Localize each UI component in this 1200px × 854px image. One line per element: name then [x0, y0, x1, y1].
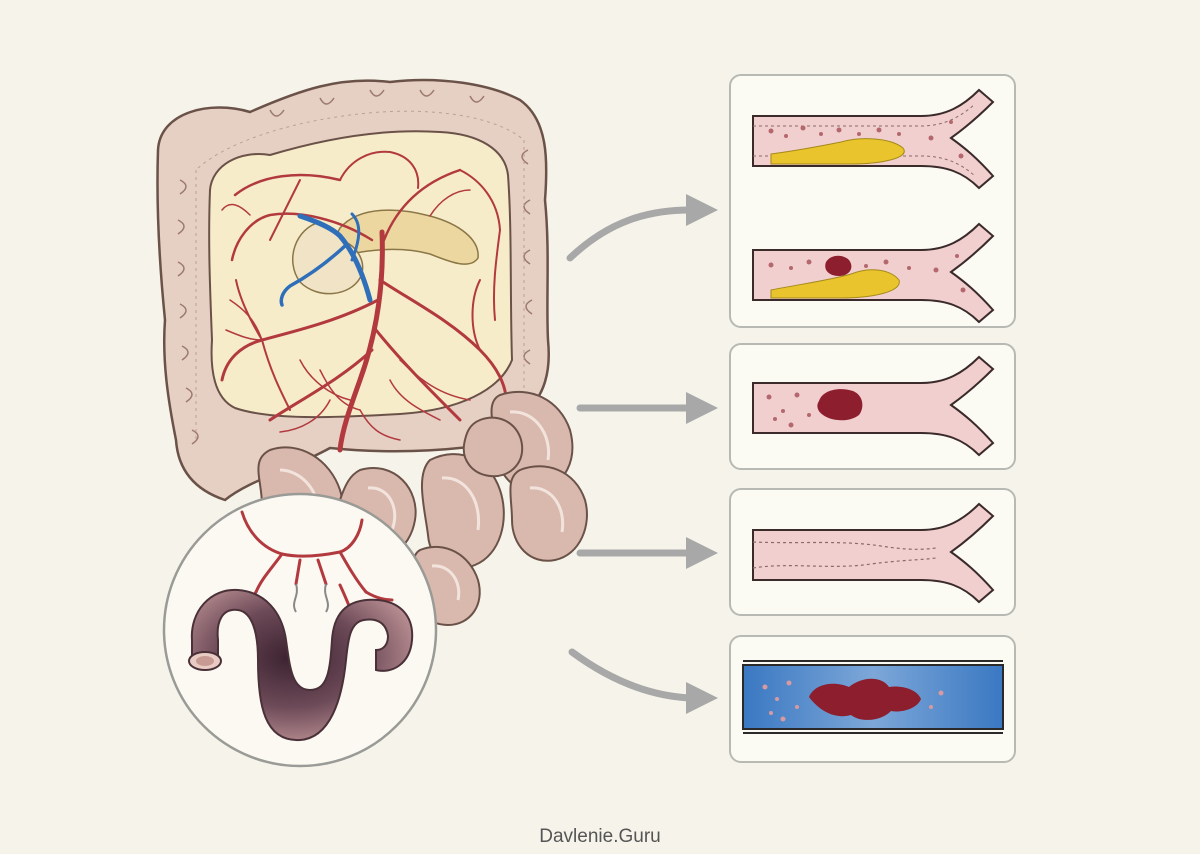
arrow-to-panel-1	[566, 206, 694, 262]
vessel-with-plaque	[752, 88, 995, 190]
colon	[156, 78, 550, 502]
arrow-to-panel-4	[568, 648, 694, 702]
mesenteric-arteries	[220, 150, 508, 453]
vessel-with-plaque-thrombus	[752, 222, 995, 324]
mesenteric-vein	[279, 212, 373, 307]
vein-thrombosis-panel	[742, 660, 1004, 734]
vessel-plaque-panel	[752, 88, 995, 324]
panel-vessel-narrowing	[729, 488, 1016, 616]
vessel-narrowing-panel	[752, 502, 995, 604]
arrowheads	[686, 194, 718, 714]
watermark: Davlenie.Guru	[539, 826, 661, 847]
vessel-thrombosis-panel	[752, 355, 995, 457]
ischemic-bowel-inset	[162, 492, 438, 768]
panel-atherosclerosis	[729, 74, 1016, 328]
panel-venous-thrombosis	[729, 635, 1016, 763]
arrows	[566, 206, 694, 702]
panel-arterial-thrombosis	[729, 343, 1016, 470]
